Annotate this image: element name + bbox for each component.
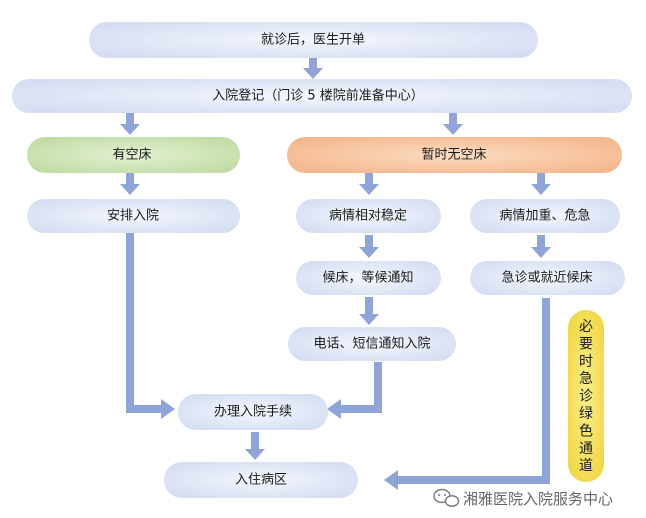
node-urgent-label: 病情加重、危急 xyxy=(499,208,590,224)
green-channel-char: 诊 xyxy=(579,389,593,405)
node-arrange: 安排入院 xyxy=(27,199,240,233)
green-channel-char: 要 xyxy=(579,336,593,352)
node-start-label: 就诊后，医生开单 xyxy=(261,33,365,48)
node-register-label: 入院登记（门诊 5 楼院前准备中心） xyxy=(212,88,424,104)
arrow-has-bed-to-arrange xyxy=(120,173,140,195)
node-ward-label: 入住病区 xyxy=(235,473,287,488)
green-channel-char: 道 xyxy=(579,458,593,474)
arrow-no-bed-to-urgent xyxy=(531,173,551,195)
node-no-bed: 暂时无空床 xyxy=(287,137,622,173)
green-channel-char: 绿 xyxy=(579,406,593,422)
node-no-bed-label: 暂时无空床 xyxy=(421,148,486,163)
node-notify: 电话、短信通知入院 xyxy=(288,327,456,361)
node-register: 入院登记（门诊 5 楼院前准备中心） xyxy=(12,79,632,113)
green-channel-char: 必 xyxy=(579,319,593,335)
arrow-start-to-register xyxy=(303,57,323,79)
watermark: 湘雅医院入院服务中心 xyxy=(433,488,613,508)
node-arrange-label: 安排入院 xyxy=(107,209,159,224)
arrow-urgent-to-emergency xyxy=(531,235,551,258)
arrow-procedures-to-ward xyxy=(245,432,265,460)
green-channel-char: 急 xyxy=(579,371,593,387)
arrow-register-to-no-bed xyxy=(443,113,463,135)
arrow-wait-to-notify xyxy=(359,297,379,325)
node-ward: 入住病区 xyxy=(164,462,358,498)
arrow-emergency-to-ward xyxy=(384,298,550,490)
node-wait: 候床，等候通知 xyxy=(296,261,441,295)
arrow-stable-to-wait xyxy=(359,235,379,258)
connectors xyxy=(120,57,551,490)
node-emergency-label: 急诊或就近候床 xyxy=(501,271,592,286)
node-procedures-label: 办理入院手续 xyxy=(214,405,292,420)
node-has-bed-label: 有空床 xyxy=(112,148,151,163)
node-urgent: 病情加重、危急 xyxy=(470,199,620,233)
watermark-text: 湘雅医院入院服务中心 xyxy=(463,490,613,508)
green-channel-char: 通 xyxy=(579,441,593,457)
node-wait-label: 候床，等候通知 xyxy=(322,270,413,286)
arrow-notify-to-procedures xyxy=(327,362,382,419)
wechat-logo-icon xyxy=(433,488,460,507)
node-emergency: 急诊或就近候床 xyxy=(470,261,625,295)
arrow-register-to-has-bed xyxy=(120,113,140,135)
node-stable-label: 病情相对稳定 xyxy=(329,208,407,224)
node-start: 就诊后，医生开单 xyxy=(89,22,538,58)
node-procedures: 办理入院手续 xyxy=(178,394,328,430)
green-channel-char: 色 xyxy=(579,422,593,439)
green-channel-char: 时 xyxy=(579,354,593,370)
node-has-bed: 有空床 xyxy=(27,137,240,173)
arrow-no-bed-to-stable xyxy=(359,173,379,195)
arrow-arrange-to-procedures xyxy=(126,232,175,419)
node-notify-label: 电话、短信通知入院 xyxy=(313,336,430,352)
node-stable: 病情相对稳定 xyxy=(296,199,441,233)
